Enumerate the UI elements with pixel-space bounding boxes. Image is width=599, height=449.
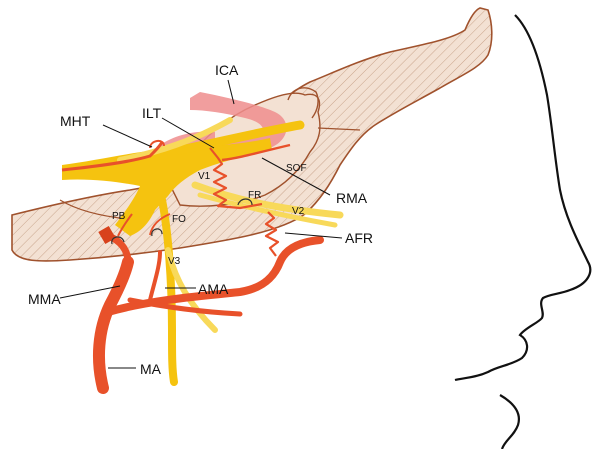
label-rma: RMA [336, 190, 368, 206]
label-ama: AMA [198, 281, 229, 297]
label-sof: SOF [286, 163, 307, 174]
label-afr: AFR [345, 230, 373, 246]
label-mma: MMA [28, 291, 61, 307]
mht-leader [103, 125, 152, 147]
chin-outline [500, 395, 519, 449]
label-ma: MA [140, 361, 162, 377]
label-v1: V1 [198, 171, 211, 182]
ma-maxillary-artery [99, 262, 128, 388]
label-fr: FR [248, 190, 261, 201]
label-pb: PB [112, 211, 126, 222]
label-v2: V2 [292, 206, 305, 217]
label-fo: FO [172, 214, 186, 225]
ama-vessel [150, 252, 160, 300]
label-v3: V3 [168, 256, 181, 267]
face-profile-outline [455, 15, 590, 380]
label-ilt: ILT [142, 105, 162, 121]
label-ica: ICA [215, 62, 239, 78]
label-mht: MHT [60, 113, 91, 129]
